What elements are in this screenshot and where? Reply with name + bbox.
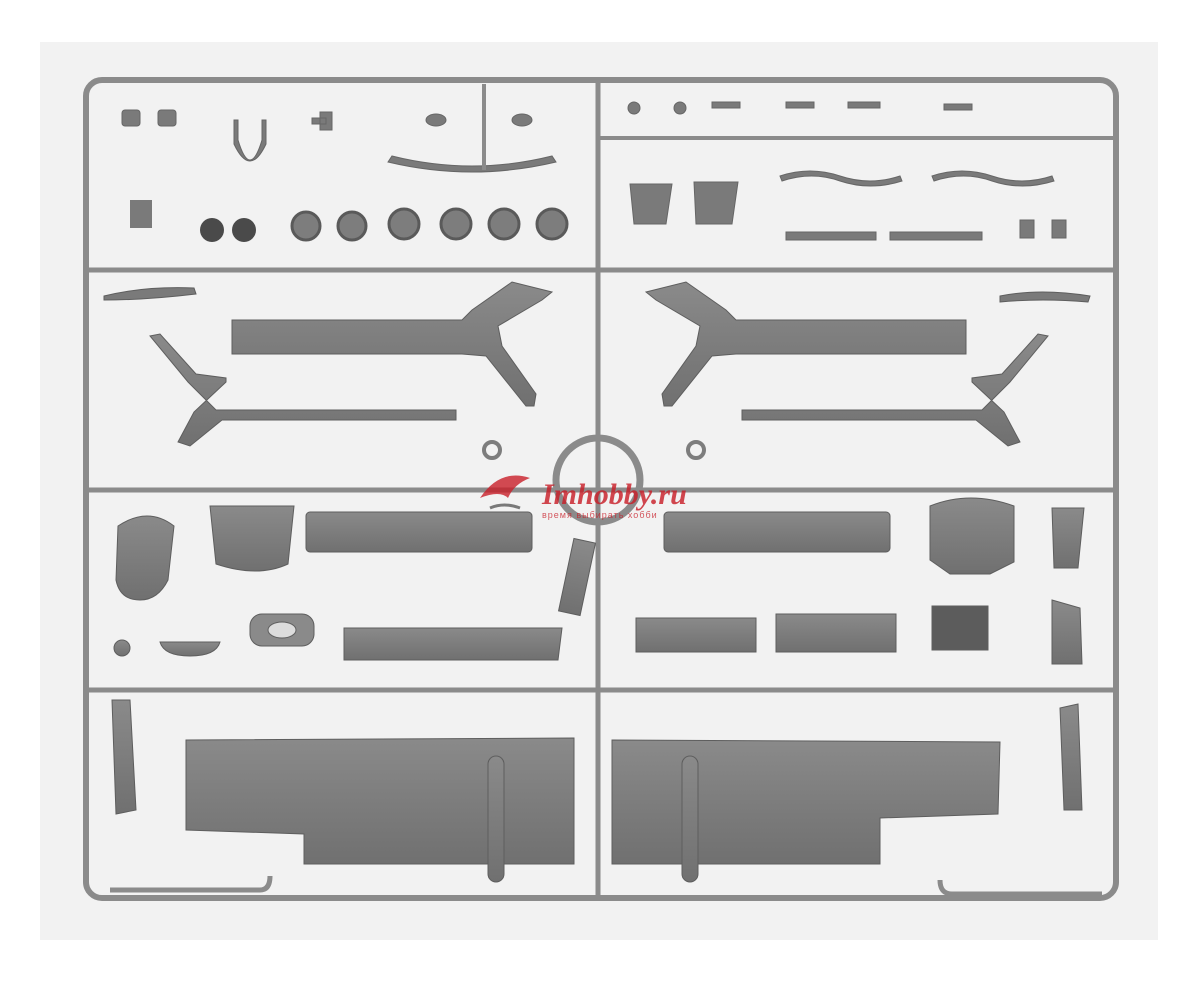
lower-mid-parts <box>113 599 1083 665</box>
wheels-row <box>130 200 569 242</box>
bottom-runners <box>110 875 1102 897</box>
watermark-logo: Imhobby.ru время выбирать хобби <box>470 458 740 538</box>
middle-parts <box>115 440 1085 617</box>
wings <box>111 699 1083 883</box>
watermark-text: Imhobby.ru <box>542 478 687 511</box>
top-right-parts <box>627 101 1067 241</box>
watermark-emblem-icon <box>480 475 530 510</box>
watermark-subtitle: время выбирать хобби <box>542 510 658 520</box>
tail-booms <box>103 281 1091 447</box>
top-left-parts <box>121 84 557 173</box>
runner-frame <box>83 77 1119 901</box>
